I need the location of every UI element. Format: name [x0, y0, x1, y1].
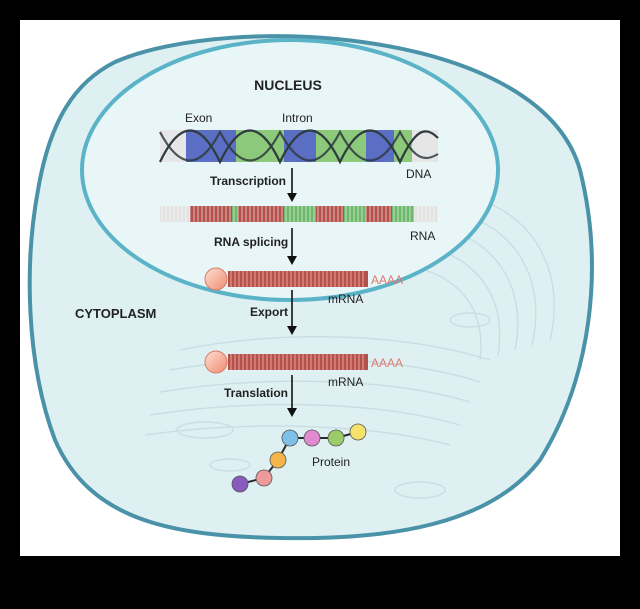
- dna-strand: [159, 129, 439, 165]
- amino-acid-bead: [349, 423, 367, 441]
- transcription-label: Transcription: [210, 174, 286, 188]
- exon-label: Exon: [185, 111, 212, 125]
- export-label: Export: [250, 305, 288, 319]
- translation-label: Translation: [224, 386, 288, 400]
- rna-ticks: [161, 206, 439, 222]
- organelle-outlines: [144, 199, 555, 499]
- amino-acid-bead: [303, 429, 321, 447]
- amino-acid-bead: [281, 429, 299, 447]
- nucleus-membrane: [80, 38, 500, 302]
- amino-acid-bead: [255, 469, 273, 487]
- mrna-label-1: mRNA: [328, 292, 363, 306]
- diagram-canvas: NUCLEUS CYTOPLASM Exon Intron DNA Transc…: [20, 20, 620, 556]
- five-prime-cap-2: [204, 350, 228, 374]
- protein-chain: [231, 423, 367, 493]
- nucleus-label: NUCLEUS: [254, 77, 322, 93]
- five-prime-cap: [204, 267, 228, 291]
- amino-acid-bead: [327, 429, 345, 447]
- intron-label: Intron: [282, 111, 313, 125]
- mrna-molecule-nuclear: [204, 267, 368, 291]
- rna-label: RNA: [410, 229, 435, 243]
- mrna-label-2: mRNA: [328, 375, 363, 389]
- amino-acid-bead: [269, 451, 287, 469]
- poly-a-tail-1: AAAA: [371, 273, 403, 287]
- gene-expression-diagram: NUCLEUS CYTOPLASM Exon Intron DNA Transc…: [27, 34, 594, 541]
- mrna-molecule-cytoplasmic: [204, 350, 368, 374]
- cytoplasm-label: CYTOPLASM: [75, 306, 156, 321]
- poly-a-tail-2: AAAA: [371, 356, 403, 370]
- amino-acid-bead: [231, 475, 249, 493]
- rna-splicing-label: RNA splicing: [214, 235, 288, 249]
- dna-label: DNA: [406, 167, 431, 181]
- protein-label: Protein: [312, 455, 350, 469]
